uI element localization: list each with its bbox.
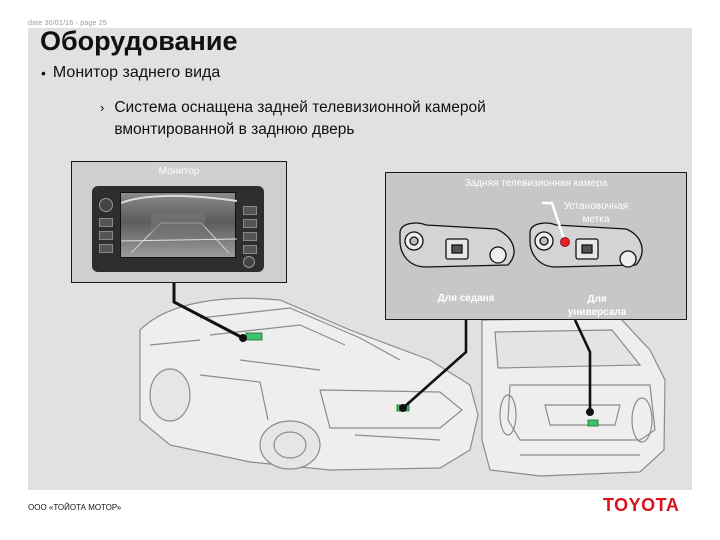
bullet-main-text: Монитор заднего вида: [52, 64, 221, 81]
wagon-camera-icon: [529, 222, 643, 268]
camera-view-screen: [120, 192, 238, 258]
monitor-label: Монитор: [158, 166, 200, 177]
monitor-side-button: [243, 245, 257, 254]
bullet-sub-line-2: вмонтированной в заднюю дверь: [114, 121, 355, 138]
camera-callout: Задняя телевизионная камера Установочная…: [385, 172, 687, 320]
caption-wagon-line-2: универсала: [567, 307, 627, 318]
monitor-side-button: [243, 219, 257, 228]
bullet-main: • Монитор заднего вида: [41, 64, 220, 82]
camera-modules-image: [399, 201, 643, 268]
monitor-side-button: [99, 244, 113, 253]
monitor-callout: Монитор: [71, 161, 287, 283]
bullet-dot-icon: •: [41, 65, 46, 81]
camera-title: Задняя телевизионная камера: [464, 178, 608, 189]
mounting-mark-label: Установочная метка: [546, 200, 646, 226]
monitor-side-button: [99, 231, 113, 240]
chevron-right-icon: ›: [100, 100, 105, 115]
monitor-side-button: [243, 206, 257, 215]
rear-view-image: [120, 194, 238, 254]
monitor-device-image: [92, 186, 264, 272]
monitor-side-button: [243, 232, 257, 241]
caption-wagon: Для универсала: [542, 293, 652, 319]
caption-wagon-line-1: Для: [587, 294, 607, 305]
bullet-sub: › Система оснащена задней телевизионной …: [100, 97, 550, 141]
page-meta: date 30/01/16 - page 25: [28, 20, 107, 27]
mounting-mark-dot: [560, 237, 570, 247]
mounting-mark-line-2: метка: [582, 214, 610, 225]
tune-knob-icon: [243, 256, 255, 268]
mounting-mark-line-1: Установочная: [563, 201, 629, 212]
bullet-sub-line-1: Система оснащена задней телевизионной ка…: [114, 99, 486, 116]
toyota-logo: TOYOTA: [603, 495, 680, 515]
footer-company: ООО «ТОЙОТА МОТОР»: [28, 503, 122, 512]
caption-sedan: Для седана: [437, 293, 495, 304]
bullet-sub-text: Система оснащена задней телевизионной ка…: [114, 97, 485, 141]
page-title: Оборудование: [40, 26, 238, 56]
sedan-camera-icon: [399, 222, 515, 268]
monitor-side-button: [99, 218, 113, 227]
volume-knob-icon: [99, 198, 113, 212]
